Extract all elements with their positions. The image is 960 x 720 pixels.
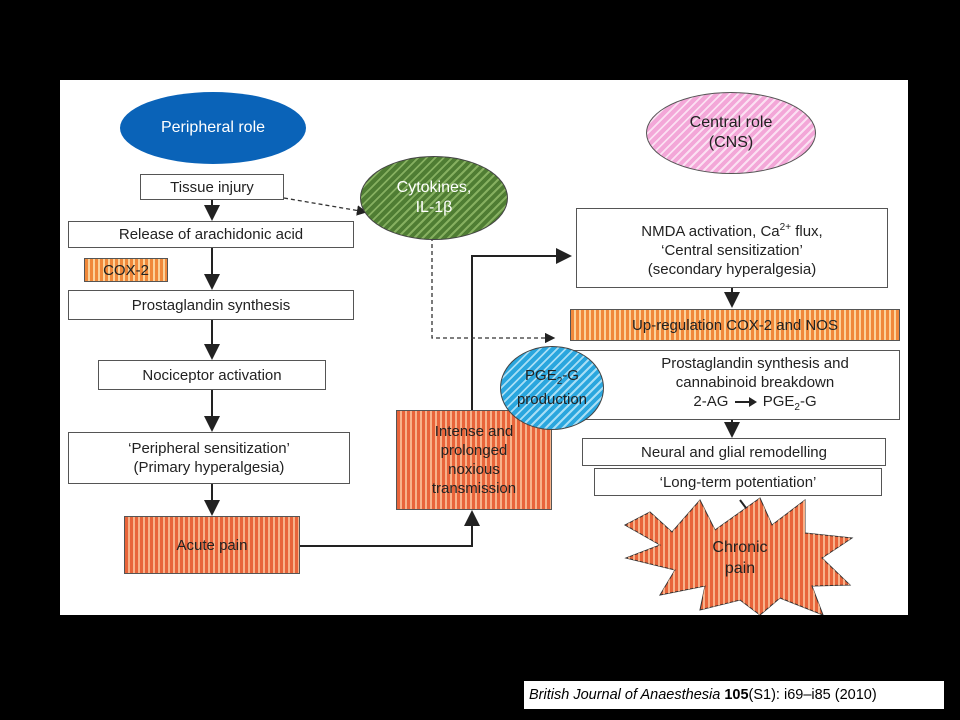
arachidonic-acid-label: Release of arachidonic acid	[118, 226, 304, 243]
pg-cb-line3: 2-AG PGE2-G	[661, 392, 849, 417]
citation-journal: British Journal of Anaesthesia	[529, 687, 721, 703]
upregulation-box: Up-regulation COX-2 and NOS	[570, 309, 900, 341]
nmda-line3: (secondary hyperalgesia)	[647, 260, 817, 278]
dashed-cytokines-to-upregulation	[431, 230, 556, 344]
upregulation-label: Up-regulation COX-2 and NOS	[632, 316, 838, 334]
tissue-injury-label: Tissue injury	[170, 178, 254, 196]
nmda-line1-b: flux,	[791, 222, 823, 240]
nmda-activation-box: NMDA activation, Ca2+ flux, ‘Central sen…	[576, 208, 888, 288]
prostaglandin-cannabinoid-box: Prostaglandin synthesis and cannabinoid …	[570, 350, 900, 420]
ltp-box: ‘Long-term potentiation’	[594, 468, 882, 496]
peripheral-sensitization-line1: ‘Peripheral sensitization’	[128, 440, 290, 457]
pg-cb-line3-a: 2-AG	[693, 392, 729, 410]
citation-volume: 105	[724, 687, 749, 703]
nmda-line1-a: NMDA activation, Ca	[641, 222, 780, 240]
pge2g-sub: 2	[556, 376, 563, 387]
peripheral-sensitization-line2: (Primary hyperalgesia)	[133, 459, 285, 476]
nociceptor-activation-box: Nociceptor activation	[98, 360, 326, 390]
acute-pain-box: Acute pain	[124, 516, 300, 574]
prostaglandin-synthesis-label: Prostaglandin synthesis	[131, 296, 291, 314]
citation: British Journal of Anaesthesia 105 (S1):…	[524, 681, 944, 709]
pge2g-a: PGE	[525, 367, 557, 384]
intense-line1: Intense and	[434, 423, 514, 440]
pg-cb-line2: cannabinoid breakdown	[675, 373, 835, 391]
pg-cb-line3-sub: 2	[794, 401, 800, 413]
ltp-label: ‘Long-term potentiation’	[659, 473, 817, 491]
neural-glial-box: Neural and glial remodelling	[582, 438, 886, 466]
nmda-line1: NMDA activation, Ca2+ flux,	[641, 218, 822, 241]
central-role-oval: Central role (CNS)	[646, 92, 816, 174]
central-role-label-line1: Central role	[689, 114, 773, 131]
nmda-line2: ‘Central sensitization’	[661, 241, 803, 259]
pg-cb-line3-c: -G	[799, 392, 817, 410]
neural-glial-label: Neural and glial remodelling	[641, 443, 827, 461]
pge2g-production-oval: PGE2-G production	[500, 346, 604, 430]
intense-transmission-box: Intense and prolonged noxious transmissi…	[396, 410, 552, 510]
dashed-injury-to-cytokines	[283, 197, 368, 216]
intense-line2: prolonged	[440, 442, 508, 459]
peripheral-role-label: Peripheral role	[160, 119, 266, 136]
chronic-pain-label-line2: pain	[725, 560, 755, 577]
diagram-panel: Chronic pain Peripheral role Central rol…	[60, 80, 908, 615]
pg-cb-line3-b: PGE	[762, 392, 795, 410]
peripheral-sensitization-box: ‘Peripheral sensitization’ (Primary hype…	[68, 432, 350, 484]
central-role-label-line2: (CNS)	[708, 134, 754, 151]
pge2g-b: -G	[562, 367, 579, 384]
tissue-injury-box: Tissue injury	[140, 174, 284, 200]
citation-rest: (S1): i69–i85 (2010)	[748, 687, 877, 703]
nociceptor-activation-label: Nociceptor activation	[142, 366, 282, 384]
cytokines-label-line1: Cytokines,	[396, 179, 472, 196]
cox2-box: COX-2	[84, 258, 168, 282]
cytokines-label-line2: IL-1β	[415, 199, 453, 216]
prostaglandin-synthesis-box: Prostaglandin synthesis	[68, 290, 354, 320]
arachidonic-acid-box: Release of arachidonic acid	[68, 221, 354, 248]
intense-line4: transmission	[431, 480, 517, 497]
acute-pain-label: Acute pain	[176, 536, 248, 554]
pge2g-line2: production	[516, 391, 588, 408]
cox2-label: COX-2	[103, 261, 149, 279]
connectors: Chronic pain	[204, 197, 854, 615]
pg-cb-line1: Prostaglandin synthesis and	[661, 354, 849, 372]
right-arrow-icon	[734, 396, 757, 407]
pge2g-line1: PGE2-G	[517, 367, 587, 391]
nmda-line1-sup: 2+	[779, 221, 792, 233]
peripheral-role-oval: Peripheral role	[120, 92, 306, 164]
intense-line3: noxious	[448, 461, 500, 478]
arrow-intense-to-nmda	[471, 248, 572, 410]
cytokines-oval: Cytokines, IL-1β	[360, 156, 508, 240]
chronic-pain-label-line1: Chronic	[712, 539, 767, 556]
arrow-acute-to-intense	[300, 510, 480, 547]
